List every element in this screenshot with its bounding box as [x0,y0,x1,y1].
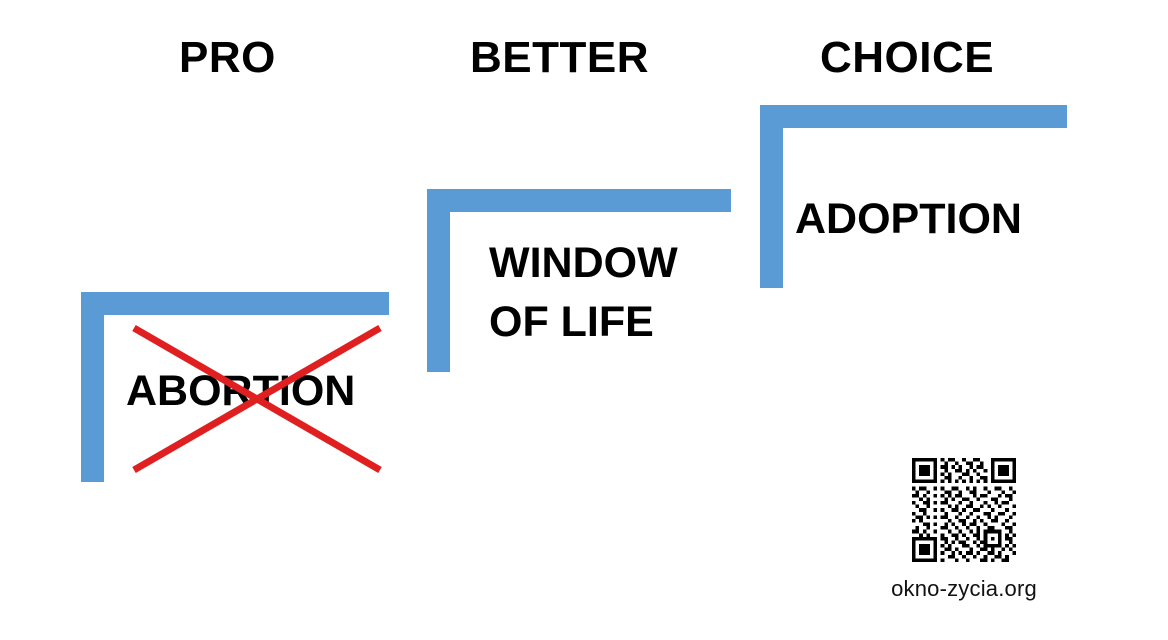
step-bracket-3 [760,105,1067,288]
step-1-vertical-bar [81,292,104,482]
step-2-vertical-bar [427,189,450,372]
headline-word-better: BETTER [470,33,649,82]
step-label-adoption: ADOPTION [795,195,1022,243]
step-label-abortion: ABORTION [126,367,356,415]
step-1-horizontal-bar [81,292,389,315]
headline-word-pro: PRO [179,33,276,82]
website-url-text[interactable]: okno-zycia.org [891,576,1037,601]
step-3-horizontal-bar [760,105,1067,128]
step-label-window-of-life: WINDOW OF LIFE [489,239,678,347]
step-3-vertical-bar [760,105,783,288]
step-2-horizontal-bar [427,189,731,212]
qr-block: okno-zycia.org [884,458,1044,602]
headline-word-choice: CHOICE [820,33,995,82]
step-bracket-1 [81,292,389,482]
step-bracket-2 [427,189,731,372]
qr-code-icon[interactable] [912,458,1016,562]
